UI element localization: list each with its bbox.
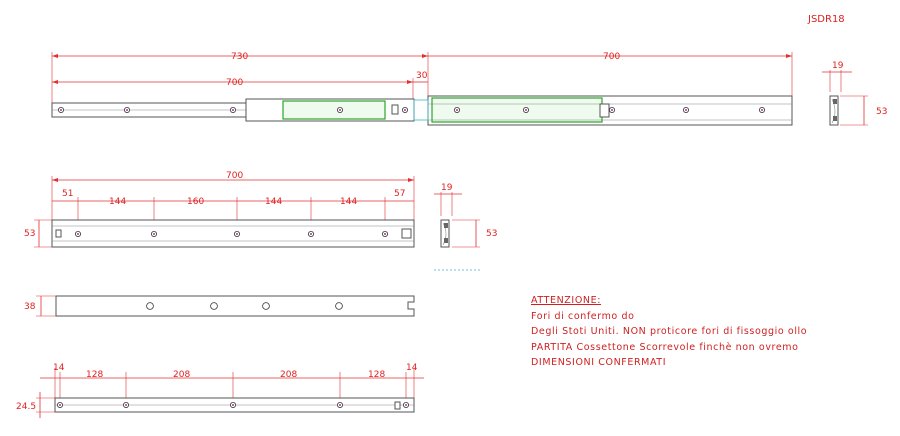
- dim-30: 30: [416, 71, 428, 81]
- dim-38: 38: [24, 302, 36, 312]
- dim-side-53-mid: 53: [486, 229, 497, 239]
- dim-208-a: 208: [173, 370, 190, 380]
- note-line-3: PARTITA Cossettone Scorrevole finchè non…: [531, 341, 799, 353]
- view-inner-rail: 14 128 208 208 128 14 24.5: [16, 363, 424, 418]
- dim-144-b: 144: [265, 197, 282, 207]
- drawing-code: JSDR18: [807, 14, 845, 25]
- dim-128-b: 128: [368, 370, 385, 380]
- dim-730: 730: [231, 52, 248, 62]
- dim-144-a: 144: [109, 197, 126, 207]
- note-line-1: Fori di confermo do: [531, 310, 635, 322]
- dim-144-c: 144: [340, 197, 357, 207]
- dim-14-b: 14: [406, 363, 418, 373]
- dim-700-mid: 700: [226, 171, 243, 181]
- dim-side-19-mid: 19: [441, 183, 453, 193]
- note-line-4: DIMENSIONI CONFERMATI: [531, 357, 667, 368]
- dim-51: 51: [62, 189, 73, 199]
- view-extended-slide: 730 700 700 30: [51, 52, 887, 126]
- attention-note: ATTENZIONE: Fori di confermo do Degli St…: [531, 293, 891, 371]
- dim-57: 57: [394, 189, 405, 199]
- dim-24-5: 24.5: [16, 402, 36, 412]
- dim-53-mid-left: 53: [24, 229, 35, 239]
- dim-700-right: 700: [603, 52, 620, 62]
- view-closed-slide: 700 51 144 160 144 144 57 53: [24, 171, 497, 271]
- dim-700-inner: 700: [226, 78, 243, 88]
- dim-side-19-top: 19: [832, 61, 844, 71]
- dim-side-53-top: 53: [876, 107, 887, 117]
- note-line-2: Degli Stoti Uniti. NON proticore fori di…: [531, 326, 808, 337]
- dim-14-a: 14: [53, 363, 65, 373]
- view-outer-rail: 38: [24, 295, 415, 317]
- dim-160: 160: [187, 197, 204, 207]
- dim-128-a: 128: [86, 370, 103, 380]
- note-heading: ATTENZIONE:: [531, 295, 602, 306]
- dim-208-b: 208: [280, 370, 297, 380]
